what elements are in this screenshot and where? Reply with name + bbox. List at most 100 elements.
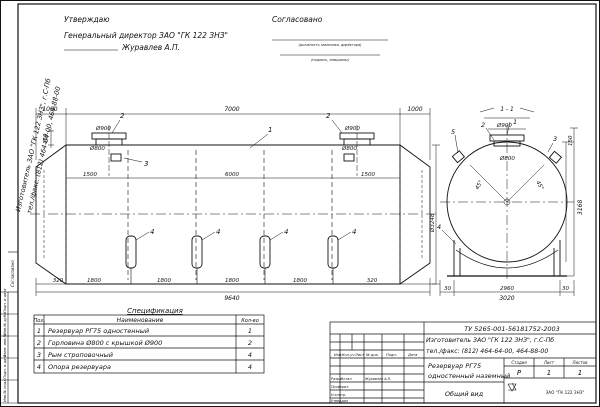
left-strip bbox=[0, 251, 18, 404]
sec-callout-3: 3 bbox=[553, 135, 557, 143]
sec-d800: Ø800 bbox=[499, 155, 515, 162]
dim-9640: 9640 bbox=[224, 295, 239, 302]
callout-3: 3 bbox=[144, 160, 148, 168]
dim-d800-right: Ø800 bbox=[341, 145, 357, 152]
spec-row-4-name: Опора резервуара bbox=[48, 363, 111, 371]
agreed-caption-1: (должность заказчика, директора) bbox=[299, 43, 362, 47]
spec-header-pos: Поз. bbox=[33, 318, 44, 324]
dim-d900-left: Ø900 bbox=[95, 125, 111, 132]
dim-1800-a: 1800 bbox=[87, 278, 101, 284]
tb-phone: тел./факс: (812) 464-64-00, 464-88-00 bbox=[426, 348, 548, 355]
sec-30-right: 30 bbox=[562, 286, 569, 292]
sec-150: 150 bbox=[568, 135, 574, 146]
spec-header-qty: Кол-во bbox=[241, 318, 259, 324]
spec-row-2-pos: 2 bbox=[37, 339, 41, 347]
callout-1: 1 bbox=[268, 126, 272, 134]
tb-col-doc: № док. bbox=[365, 353, 379, 357]
tb-col-date: Дата bbox=[407, 353, 417, 357]
sec-callout-4: 4 bbox=[437, 223, 441, 231]
side-dim-lines bbox=[35, 108, 440, 296]
tb-col-kol: Кол.уч bbox=[342, 353, 354, 357]
sec-callout-1: 1 bbox=[513, 118, 517, 126]
dim-150-left: 150 bbox=[43, 133, 49, 144]
director-name: Журавлев А.П. bbox=[121, 43, 180, 52]
dim-top-mid: 7000 bbox=[224, 106, 239, 113]
sec-3168: 3168 bbox=[577, 200, 584, 215]
tb-stage: Р bbox=[517, 369, 522, 377]
dim-top-left: 1000 bbox=[42, 106, 57, 113]
dim-1800-b: 1800 bbox=[157, 278, 171, 284]
tb-col-izm: Изм. bbox=[334, 353, 342, 357]
spec-row-2-name: Горловина Ø800 с крышкой Ø900 bbox=[48, 339, 162, 347]
title-block bbox=[329, 321, 597, 404]
tb-role-approve: Утвердил bbox=[331, 399, 349, 403]
spec-title: Спецификация bbox=[127, 307, 183, 315]
dim-6000: 6000 bbox=[225, 172, 239, 178]
spec-row-3-pos: 3 bbox=[37, 351, 41, 359]
strip-dup: Инв.№ дубл. bbox=[3, 312, 7, 335]
dim-1500-right: 1500 bbox=[361, 172, 375, 178]
inner-frame bbox=[17, 3, 597, 404]
tb-role-dev-name: Журавлев А.П. bbox=[364, 377, 391, 381]
sec-angle-right: 45° bbox=[534, 180, 544, 192]
tb-col-list: Лист bbox=[354, 353, 365, 357]
dim-d3248: Ø3248 bbox=[429, 213, 436, 233]
dim-320-left: 320 bbox=[53, 278, 64, 284]
tb-sheets: 1 bbox=[578, 369, 582, 377]
dim-320-right: 320 bbox=[367, 278, 378, 284]
tb-hdr-sheets: Листов bbox=[572, 360, 589, 365]
spec-row-2-qty: 2 bbox=[248, 339, 252, 347]
strip-inv: Инв.№ подл. bbox=[3, 378, 7, 402]
spec-row-1-pos: 1 bbox=[37, 327, 41, 335]
spec-header-name: Наименование bbox=[117, 317, 164, 324]
callout-4b: 4 bbox=[216, 228, 220, 236]
strip-sign2: Подп. и дата bbox=[3, 289, 7, 313]
tb-role-dev: Разработал bbox=[331, 377, 352, 381]
callout-4d: 4 bbox=[352, 228, 356, 236]
tb-code: ТУ 5265-001-56181752-2003 bbox=[464, 325, 560, 333]
director-label: Генеральный директор ЗАО "ГК 122 ЗНЗ" bbox=[64, 31, 228, 40]
strip-agreed: Согласовано bbox=[10, 260, 15, 287]
tank-section-view bbox=[440, 125, 574, 280]
dim-d800-left: Ø800 bbox=[89, 145, 105, 152]
strip-sign: Подп. и дата bbox=[3, 355, 7, 379]
tb-role-norm: Н.контр. bbox=[331, 393, 346, 397]
dim-d900-right: Ø900 bbox=[344, 125, 360, 132]
agreed-label: Согласовано bbox=[272, 15, 323, 24]
tb-product-2: одностенный наземный bbox=[428, 372, 510, 380]
section-label: 1 - 1 bbox=[500, 106, 514, 113]
company-logo-icon bbox=[507, 382, 517, 392]
spec-row-1-qty: 1 bbox=[248, 327, 252, 335]
agreed-caption-2: (подпись, инициалы) bbox=[311, 58, 349, 62]
approve-label: Утверждаю bbox=[64, 15, 110, 24]
sec-callout-5: 5 bbox=[451, 128, 455, 136]
spec-table bbox=[33, 314, 265, 374]
tb-col-sign: Подп. bbox=[386, 353, 397, 357]
tb-hdr-stage: Стадия bbox=[511, 360, 527, 365]
section-leaders bbox=[441, 121, 554, 245]
section-dims bbox=[439, 107, 578, 296]
callout-4c: 4 bbox=[284, 228, 288, 236]
sec-callout-2: 2 bbox=[481, 121, 485, 129]
spec-row-4-qty: 4 bbox=[248, 363, 252, 371]
sec-angle-left: 45° bbox=[475, 179, 485, 191]
sec-30-left: 30 bbox=[444, 286, 451, 292]
callout-4a: 4 bbox=[150, 228, 154, 236]
dim-top-right: 1000 bbox=[407, 106, 422, 113]
side-leaders bbox=[111, 119, 352, 241]
dim-1800-d: 1800 bbox=[293, 278, 307, 284]
tb-company: ЗАО "ГК 122 ЗНЗ" bbox=[546, 390, 585, 395]
tb-product-1: Резервуар РГ75 bbox=[428, 362, 481, 370]
tb-view: Общий вид bbox=[445, 390, 484, 398]
sec-3020: 3020 bbox=[499, 295, 514, 302]
dim-1800-c: 1800 bbox=[225, 278, 239, 284]
strip-replace: Взам. инв.№ bbox=[3, 333, 7, 357]
callout-2-right: 2 bbox=[326, 112, 331, 120]
tb-sheet: 1 bbox=[547, 369, 551, 377]
callout-2-left: 2 bbox=[120, 112, 125, 120]
spec-row-1-name: Резервуар РГ75 одностенный bbox=[48, 327, 149, 335]
tb-role-check: Проверил bbox=[331, 385, 349, 389]
spec-row-3-qty: 4 bbox=[248, 351, 252, 359]
